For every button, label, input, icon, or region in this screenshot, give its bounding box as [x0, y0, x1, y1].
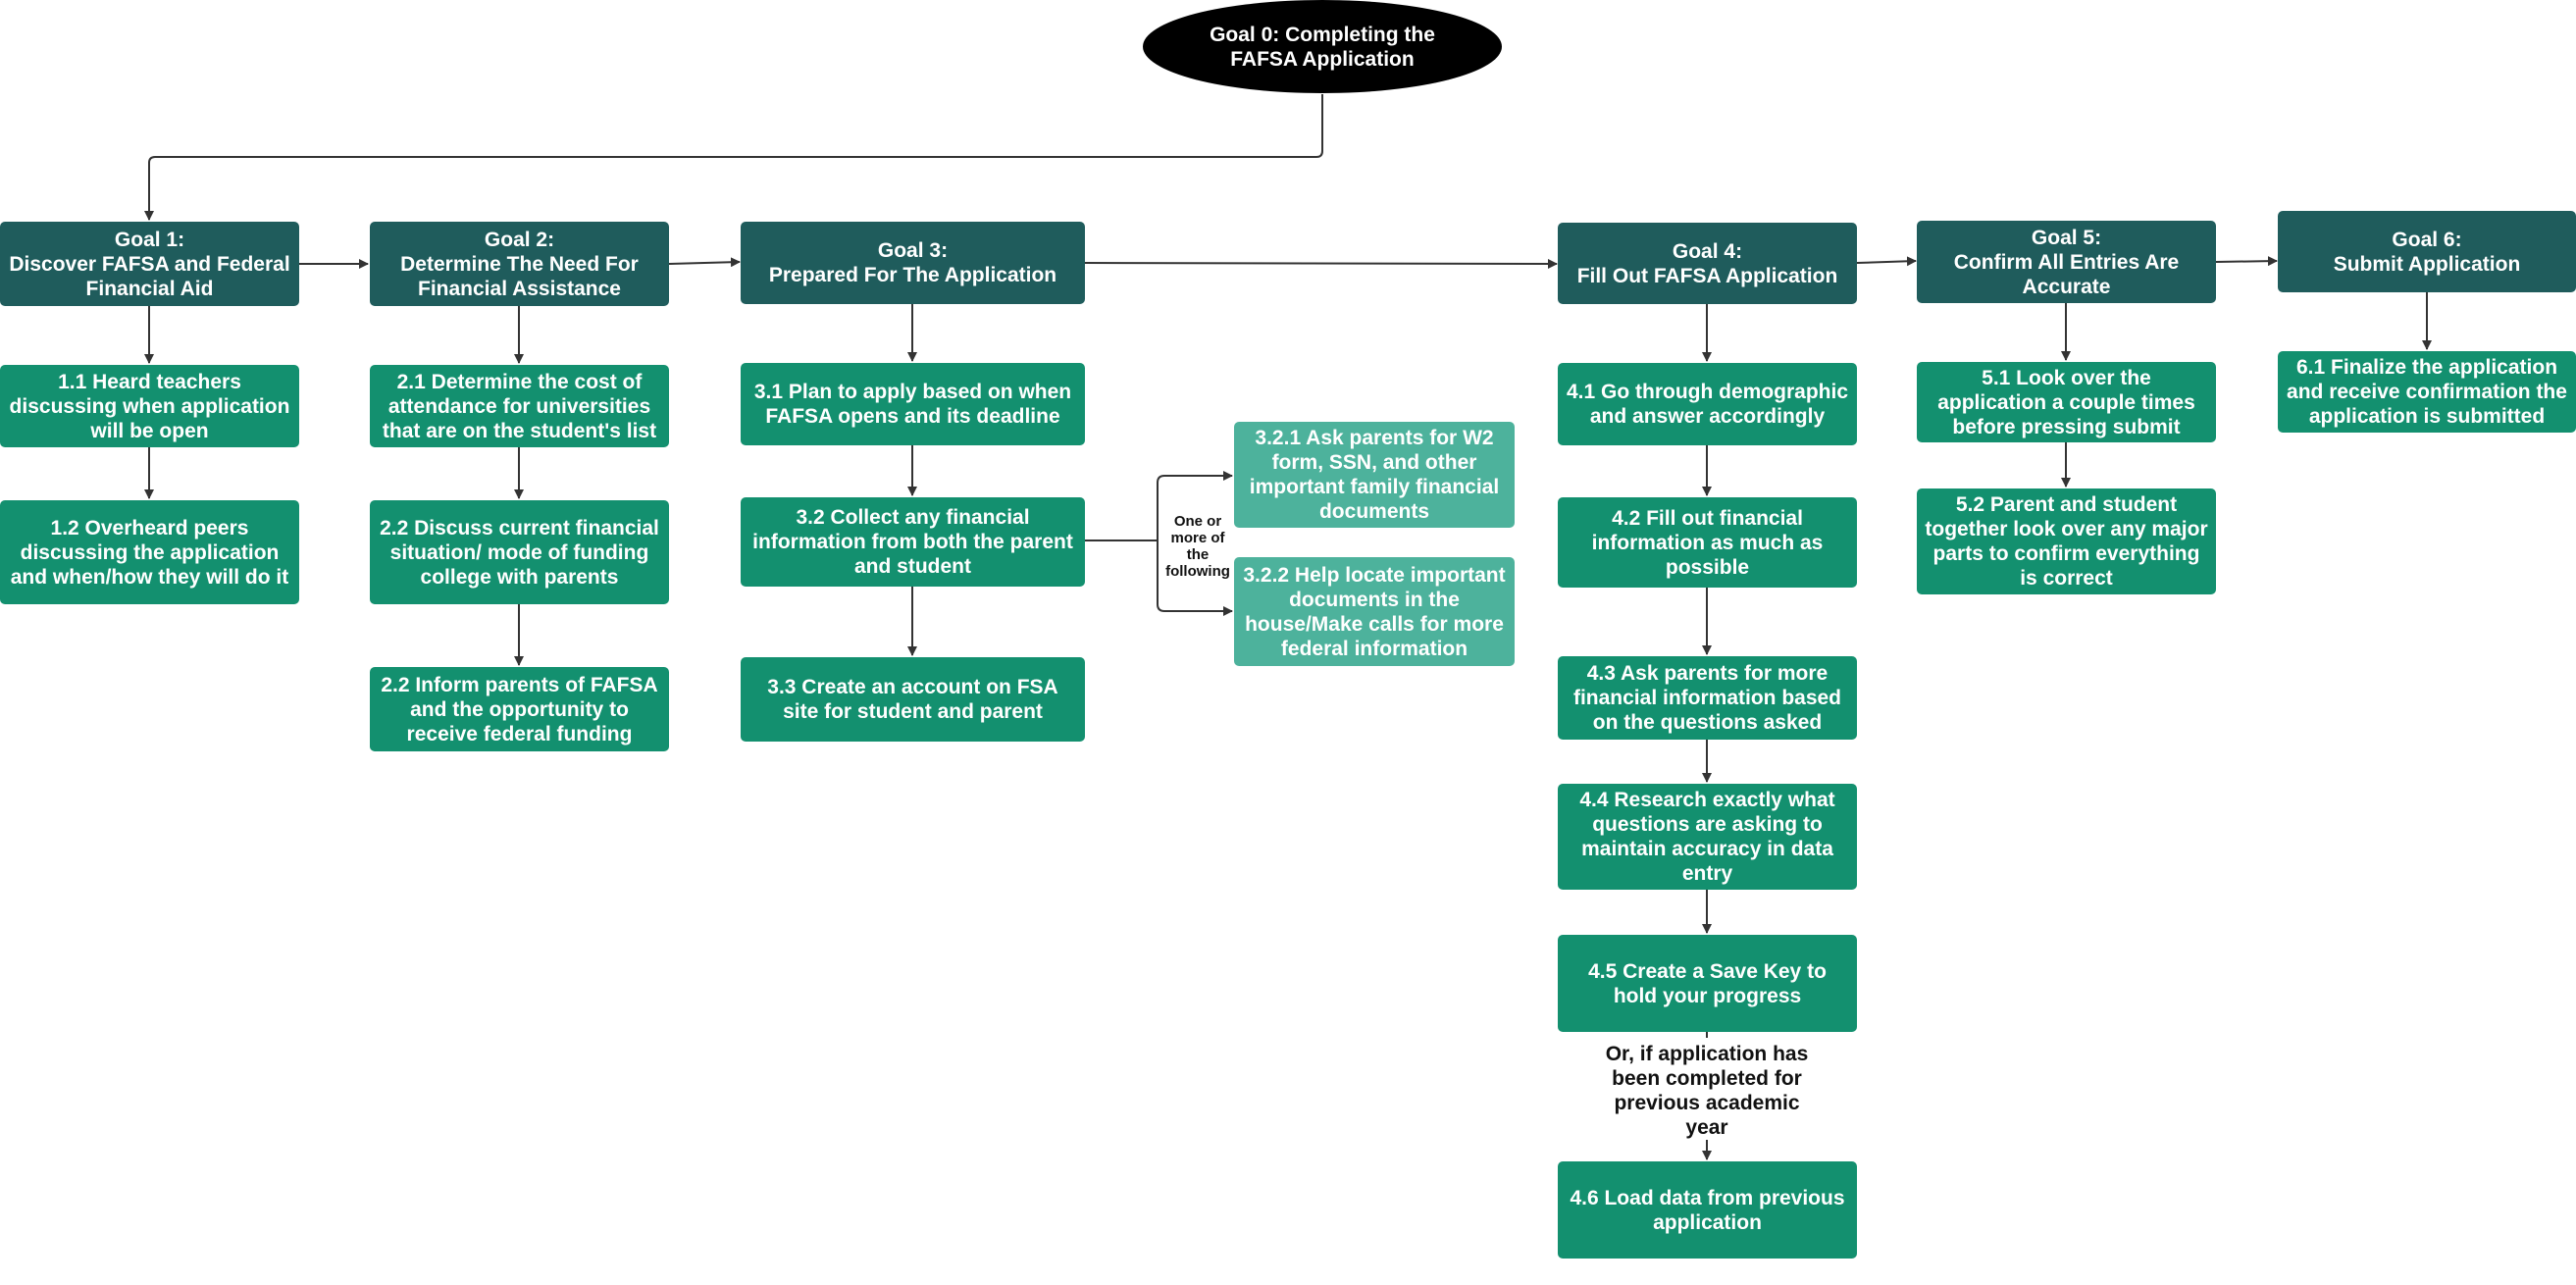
connector-bracket-3-2-1	[1157, 471, 1233, 540]
step-4-4-node[interactable]: 4.4 Research exactly what questions are …	[1558, 784, 1857, 890]
connector-goal5-goal6	[2215, 256, 2278, 267]
goal-0-root-node[interactable]: Goal 0: Completing the FAFSA Application	[1143, 0, 1502, 93]
goal-4-node[interactable]: Goal 4: Fill Out FAFSA Application	[1558, 223, 1857, 304]
connector-goal4-goal5	[1856, 256, 1917, 267]
connector-bracket-3-2-2	[1157, 540, 1233, 616]
step-1-2-node[interactable]: 1.2 Overheard peers discussing the appli…	[0, 500, 299, 604]
step-4-6-node[interactable]: 4.6 Load data from previous application	[1558, 1161, 1857, 1259]
step-4-2-node[interactable]: 4.2 Fill out financial information as mu…	[1558, 497, 1857, 588]
step-1-1-node[interactable]: 1.1 Heard teachers discussing when appli…	[0, 365, 299, 447]
step-2-1-node[interactable]: 2.1 Determine the cost of attendance for…	[370, 365, 669, 447]
connector-root-goal1	[144, 94, 1323, 221]
connector-goal3-goal4	[1084, 258, 1558, 269]
step-3-2-node[interactable]: 3.2 Collect any financial information fr…	[741, 497, 1085, 587]
step-3-1-node[interactable]: 3.1 Plan to apply based on when FAFSA op…	[741, 363, 1085, 445]
step-5-2-node[interactable]: 5.2 Parent and student together look ove…	[1917, 488, 2216, 594]
step-2-2-inform-node[interactable]: 2.2 Inform parents of FAFSA and the oppo…	[370, 667, 669, 751]
goal-5-node[interactable]: Goal 5: Confirm All Entries Are Accurate	[1917, 221, 2216, 303]
step-2-2-discuss-node[interactable]: 2.2 Discuss current financial situation/…	[370, 500, 669, 604]
goal-1-node[interactable]: Goal 1: Discover FAFSA and Federal Finan…	[0, 222, 299, 306]
step-3-2-1-node[interactable]: 3.2.1 Ask parents for W2 form, SSN, and …	[1234, 422, 1515, 528]
note-one-or-more: One or more of the following	[1165, 513, 1230, 580]
step-3-3-node[interactable]: 3.3 Create an account on FSA site for st…	[741, 657, 1085, 742]
note-or-previous-year: Or, if application has been completed fo…	[1605, 1043, 1809, 1139]
step-4-1-node[interactable]: 4.1 Go through demographic and answer ac…	[1558, 363, 1857, 445]
connector-goal2-goal3	[668, 257, 741, 268]
step-4-5-node[interactable]: 4.5 Create a Save Key to hold your progr…	[1558, 935, 1857, 1032]
step-3-2-2-node[interactable]: 3.2.2 Help locate important documents in…	[1234, 557, 1515, 666]
goal-2-node[interactable]: Goal 2: Determine The Need For Financial…	[370, 222, 669, 306]
step-5-1-node[interactable]: 5.1 Look over the application a couple t…	[1917, 362, 2216, 442]
step-4-3-node[interactable]: 4.3 Ask parents for more financial infor…	[1558, 656, 1857, 740]
goal-3-node[interactable]: Goal 3: Prepared For The Application	[741, 222, 1085, 304]
goal-6-node[interactable]: Goal 6: Submit Application	[2278, 211, 2576, 292]
step-6-1-node[interactable]: 6.1 Finalize the application and receive…	[2278, 351, 2576, 433]
